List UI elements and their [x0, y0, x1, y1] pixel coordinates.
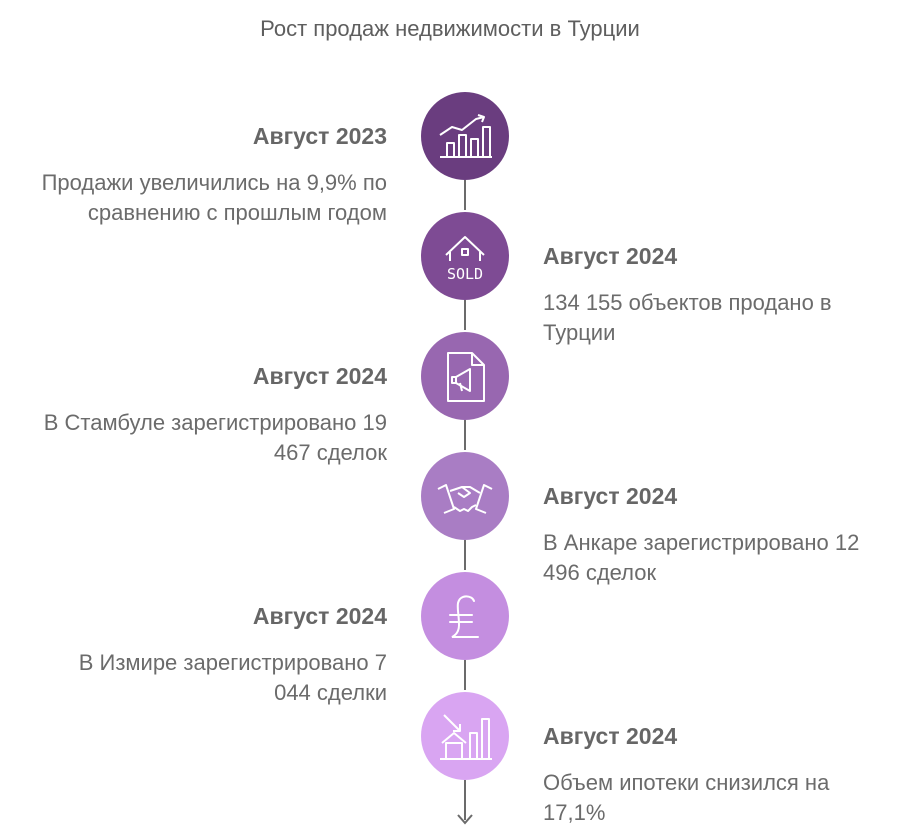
sold-label: SOLD [447, 265, 483, 283]
timeline-connector [464, 420, 466, 450]
event-date: Август 2024 [543, 723, 678, 749]
diagram-title: Рост продаж недвижимости в Турции [260, 16, 640, 41]
event-description: Продажи увеличились на 9,9% по сравнению… [41, 170, 387, 225]
event-date: Август 2024 [543, 483, 678, 509]
timeline-node-2: SOLD [421, 212, 509, 300]
timeline-arrow-icon [457, 814, 473, 825]
timeline-node-4 [421, 452, 509, 540]
house-sold-icon: SOLD [445, 236, 485, 283]
megaphone-document-icon [447, 352, 485, 402]
timeline-event-1: Август 2023 Продажи увеличились на 9,9% … [37, 122, 387, 228]
growth-chart-icon [439, 114, 492, 158]
event-date: Август 2024 [543, 243, 678, 269]
timeline-connector [464, 300, 466, 330]
timeline-connector [464, 540, 466, 570]
timeline-event-5: Август 2024 В Измире зарегистрировано 7 … [37, 602, 387, 708]
timeline-node-5 [421, 572, 509, 660]
event-date: Август 2024 [252, 363, 387, 389]
event-description: В Анкаре зарегистрировано 12 496 сделок [543, 530, 860, 585]
timeline-connector [464, 180, 466, 210]
timeline-event-3: Август 2024 В Стамбуле зарегистрировано … [37, 362, 387, 468]
timeline-node-1 [421, 92, 509, 180]
event-date: Август 2024 [252, 603, 387, 629]
declining-house-chart-icon [440, 714, 492, 760]
timeline-node-6 [421, 692, 509, 780]
event-description: В Измире зарегистрировано 7 044 сделки [78, 650, 387, 705]
timeline-event-2: Август 2024 134 155 объектов продано в Т… [543, 242, 893, 348]
event-description: Объем ипотеки снизился на 17,1% [543, 770, 830, 825]
event-description: В Стамбуле зарегистрировано 19 467 сдело… [43, 410, 387, 465]
timeline-connector [464, 660, 466, 690]
lira-sign-icon [449, 595, 479, 638]
timeline-event-4: Август 2024 В Анкаре зарегистрировано 12… [543, 482, 893, 588]
timeline-connector [464, 780, 466, 820]
event-date: Август 2023 [252, 123, 387, 149]
timeline-event-6: Август 2024 Объем ипотеки снизился на 17… [543, 722, 893, 828]
handshake-icon [437, 484, 493, 514]
timeline-node-3 [421, 332, 509, 420]
event-description: 134 155 объектов продано в Турции [543, 290, 832, 345]
